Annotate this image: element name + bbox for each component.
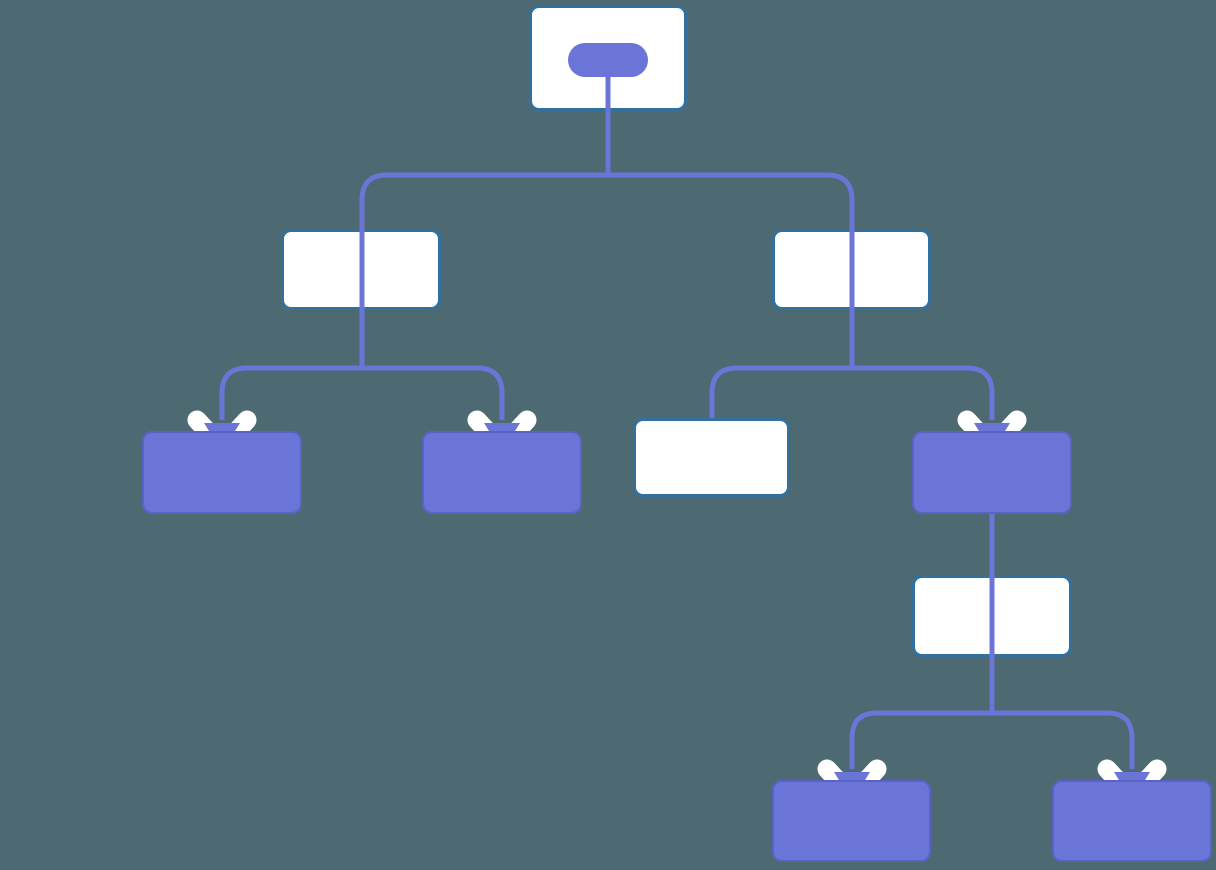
node-l2-d[interactable] [912, 431, 1072, 514]
edge-l1a-to-l2a [219, 365, 362, 420]
edge-l3-to-l4b [992, 710, 1135, 769]
root-pill-badge [568, 43, 648, 77]
edge-l3-to-l4a [849, 710, 992, 769]
edge-l1b-to-l2c [709, 365, 852, 418]
node-l3[interactable] [912, 575, 1072, 657]
node-l4-left[interactable] [772, 780, 931, 862]
edge-l1b-to-l2d [852, 365, 995, 420]
edge-root-to-l1b [608, 172, 855, 229]
node-l2-b[interactable] [422, 431, 582, 514]
connector-group [219, 60, 1135, 769]
node-l2-a[interactable] [142, 431, 302, 514]
node-l4-right[interactable] [1052, 780, 1212, 862]
node-l1-left[interactable] [281, 229, 441, 310]
node-l1-right[interactable] [772, 229, 931, 310]
edge-root-to-l1a [359, 172, 608, 229]
edge-l1a-to-l2b [362, 365, 505, 420]
node-l2-c[interactable] [633, 418, 790, 497]
